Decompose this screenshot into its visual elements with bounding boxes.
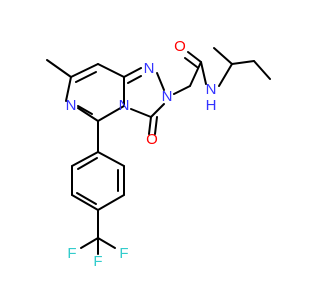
bond-ar3 [97, 194, 125, 211]
bond-c8a-n1-double [127, 75, 142, 84]
bond-c7-c8 [70, 63, 99, 78]
bond-c8a-n1 [123, 67, 142, 78]
atom-o-ring: O [146, 131, 158, 148]
bond-c3-n4 [130, 108, 152, 118]
bond-ar4-double [76, 192, 97, 205]
bond-n2-ch2 [173, 85, 191, 95]
bond-layer [46, 47, 271, 255]
atom-layer: N N N N O O N H F F F [66, 38, 217, 270]
bond-c5-n6 [77, 107, 99, 122]
bond-n6-c7 [65, 76, 72, 102]
bond-ar4 [71, 194, 99, 211]
bond-ch2-ch3 [253, 60, 271, 80]
bond-co-o-double [184, 57, 198, 68]
atom-n-amide: N [206, 81, 217, 98]
bond-c5-n6-double [77, 105, 93, 115]
atom-f-top: F [93, 253, 102, 270]
atom-f-right: F [119, 245, 128, 262]
atom-n-fused: N [119, 97, 130, 114]
atom-o-amide: O [174, 38, 186, 55]
bond-ar6-double [77, 157, 98, 170]
bond-c8-c8a [97, 63, 125, 78]
molecule-structure: N N N N O O N H F F F [46, 38, 271, 270]
bond-methyl [46, 59, 72, 78]
bond-co-o [187, 51, 202, 63]
atom-n-triazole-top: N [144, 60, 155, 77]
bond-n2-c3 [150, 103, 165, 118]
atom-h-amide: H [206, 97, 217, 114]
bond-nh-ch [218, 63, 233, 87]
atom-f-left: F [67, 245, 76, 262]
bond-c-f-right [97, 237, 116, 249]
bond-c-f-left [80, 237, 99, 249]
bond-ar6 [71, 151, 99, 167]
molecule-structure-canvas: N N N N O O N H F F F [46, 37, 271, 270]
bond-c7-c8-double [75, 71, 97, 83]
bond-c3-o [148, 116, 152, 135]
bond-c3-o-double [154, 116, 158, 135]
bond-n1-n2 [156, 72, 165, 91]
atom-n-pyrimidine: N [66, 97, 77, 114]
bond-ar1 [97, 151, 125, 167]
bond-co-nh [200, 61, 207, 85]
bond-ch-methyl [213, 47, 233, 65]
bond-ch-ch2 [231, 60, 255, 65]
bond-n4-c5 [97, 105, 125, 122]
atom-n-triazole-right: N [162, 88, 173, 105]
bond-ch2-co [189, 61, 202, 87]
